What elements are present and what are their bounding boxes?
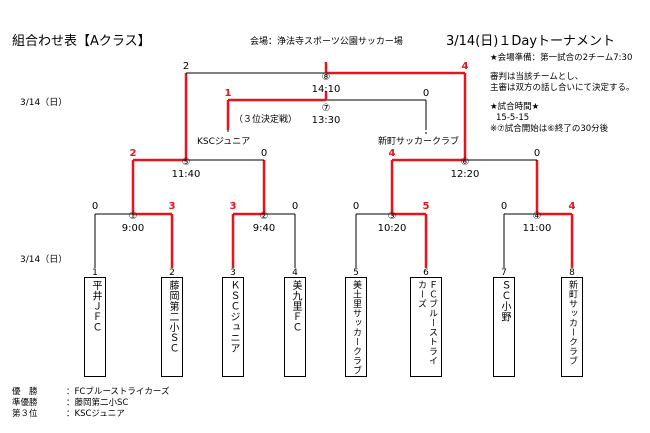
team-8-name: 新町サッカークラブ [567, 280, 577, 366]
info-referee-2: 主審は双方の話し合いにて決定する。 [490, 83, 635, 93]
team-4-box: 美九里ＦＣ [284, 277, 306, 377]
match-7-lines [226, 91, 427, 134]
team-7-name: ＳＣ小野 [499, 280, 510, 322]
venue-text: 会場：浄法寺スポーツ公園サッカー場 [250, 35, 403, 47]
result-winner: 優 勝 ：FCブルーストライカーズ [12, 387, 169, 398]
match-3-number: ③ [388, 211, 397, 222]
team-8-box: 新町サッカークラブ [561, 277, 583, 377]
match-8-score-right: 4 [462, 61, 469, 72]
team-8-number: 8 [569, 268, 575, 278]
team-4-name: 美九里ＦＣ [290, 280, 301, 333]
match-5-number: ⑤ [182, 157, 191, 168]
team-1-number: 1 [92, 268, 98, 278]
match-2-score-left: 3 [230, 201, 237, 212]
match-3-time: 10:20 [378, 223, 407, 234]
match-2-number: ② [260, 211, 269, 222]
match-2-score-right: 0 [292, 201, 298, 212]
team-7-box: ＳＣ小野 [493, 277, 515, 377]
result-third-value: ：KSCジュニア [66, 409, 125, 419]
match-3-score-left: 0 [353, 201, 359, 212]
team-4-number: 4 [292, 268, 298, 278]
team-3-number: 3 [230, 268, 236, 278]
match-8-number: ⑧ [322, 72, 331, 83]
match-6-time: 12:20 [451, 169, 480, 180]
match-1-score-right: 3 [169, 201, 176, 212]
match-4-score-left: 0 [501, 201, 507, 212]
date-label-bottom: 3/14（日） [20, 254, 67, 265]
date-label-top: 3/14（日） [20, 97, 67, 108]
match-6-lines [392, 73, 537, 162]
result-runner-up-value: ：藤岡第二小SC [66, 398, 129, 408]
match-7-time: 13:30 [312, 115, 341, 126]
result-runner-up-label: 準優勝 [12, 398, 38, 408]
team-6-box: ＦＣブルーストライカーズ [410, 277, 442, 377]
match-4-score-right: 4 [569, 201, 576, 212]
info-referee-1: 審判は当該チームとし、 [490, 72, 584, 82]
match-2-time: 9:40 [253, 223, 275, 234]
result-winner-label: 優 勝 [12, 387, 38, 397]
team-1-name: 平井ＪＦＣ [90, 280, 101, 333]
tournament-date-title: 3/14(日)１Dayトーナメント [446, 34, 615, 49]
result-runner-up: 準優勝 ：藤岡第二小SC [12, 398, 128, 409]
match-4-number: ④ [533, 211, 542, 222]
team-5-number: 5 [353, 268, 359, 278]
team-3-box: ＫＳＣジュニア [222, 277, 244, 377]
info-block: ★会場準備：第一試合の2チーム7:30 審判は当該チームとし、 主審は双方の話し… [490, 53, 648, 135]
info-note: ※⑦試合開始は⑥終了の30分後 [490, 124, 609, 134]
match-3-lines [355, 160, 428, 268]
match-7-left-team: KSCジュニア [197, 137, 250, 147]
match-5-lines [133, 73, 264, 162]
team-2-box: 藤岡第二小ＳＣ [161, 277, 183, 377]
result-winner-value: ：FCブルーストライカーズ [66, 387, 170, 397]
match-8-lines [186, 62, 465, 75]
match-7-right-team: 新町サッカークラブ [378, 135, 459, 147]
result-third-label: 第３位 [12, 409, 38, 419]
match-5-score-left: 2 [130, 148, 137, 159]
match-6-number: ⑥ [461, 157, 470, 168]
match-7-label: （３位決定戦） [234, 113, 297, 125]
team-3-name: ＫＳＣジュニア [228, 280, 239, 354]
match-5-time: 11:40 [172, 169, 201, 180]
team-2-name: 藤岡第二小ＳＣ [167, 280, 178, 354]
match-7-score-left: 1 [225, 88, 232, 99]
team-6-number: 6 [423, 268, 429, 278]
match-1-lines [94, 160, 174, 268]
result-third: 第３位 ：KSCジュニア [12, 409, 125, 420]
info-time-title: ★試合時間★ [490, 102, 540, 112]
team-5-box: 美土里サッカークラブ [345, 277, 367, 377]
match-4-lines [503, 160, 574, 268]
match-4-time: 11:00 [523, 223, 552, 234]
match-3-score-right: 5 [423, 201, 430, 212]
match-1-score-left: 0 [92, 201, 98, 212]
match-2-lines [231, 160, 296, 268]
team-1-box: 平井ＪＦＣ [84, 277, 106, 377]
info-time-value: 15-5-15 [496, 113, 530, 123]
page-title: 組合わせ表【Aクラス】 [12, 34, 151, 49]
match-8-score-left: 2 [183, 61, 189, 72]
team-2-number: 2 [169, 268, 175, 278]
info-prep: ★会場準備：第一試合の2チーム7:30 [490, 53, 633, 63]
match-6-score-right: 0 [534, 148, 540, 159]
team-7-number: 7 [501, 268, 507, 278]
team-5-name: 美土里サッカークラブ [351, 280, 361, 375]
match-1-time: 9:00 [122, 223, 144, 234]
match-8-time: 14:10 [312, 84, 341, 95]
match-7-score-right: 0 [423, 88, 429, 99]
team-6-name: ＦＣブルーストライカーズ [416, 280, 437, 366]
match-6-score-left: 4 [389, 148, 396, 159]
match-1-number: ① [129, 211, 138, 222]
match-7-number: ⑦ [322, 103, 331, 114]
match-5-score-right: 0 [261, 148, 267, 159]
